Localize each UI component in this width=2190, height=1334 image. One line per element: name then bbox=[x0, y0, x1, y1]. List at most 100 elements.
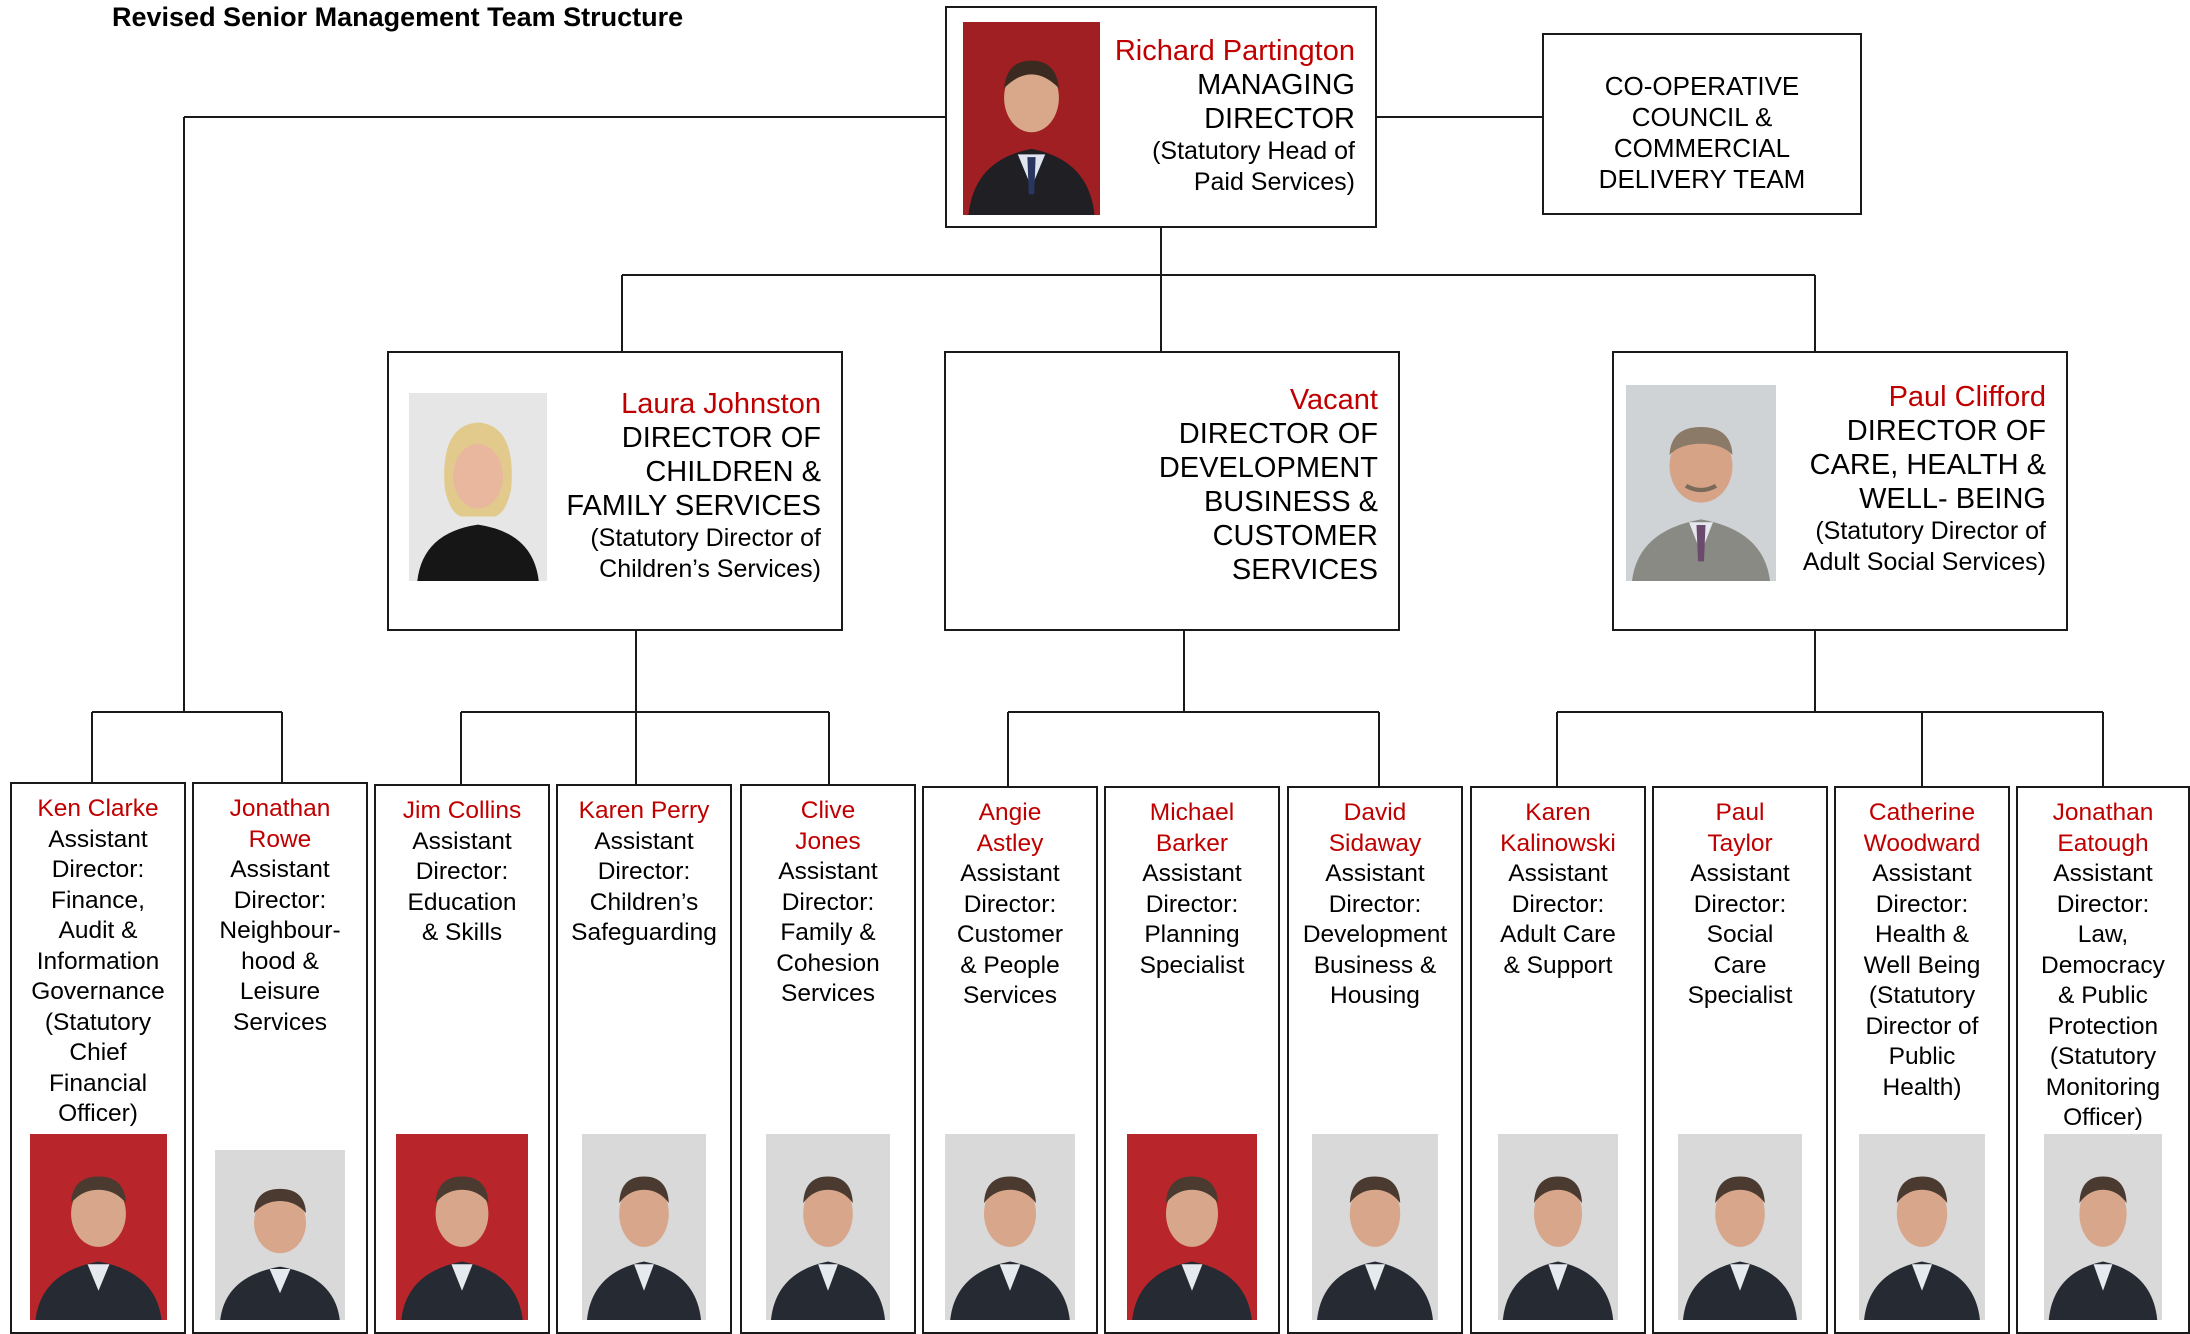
director-role-line: FAMILY SERVICES bbox=[566, 490, 821, 522]
director-box-children: Laura Johnston DIRECTOR OF CHILDREN & FA… bbox=[387, 351, 843, 631]
assistant-director-role-line: Director: bbox=[415, 858, 509, 885]
director-note-line: Adult Social Services) bbox=[1802, 548, 2046, 576]
assistant-director-role-line: Customer bbox=[956, 921, 1064, 948]
director-note-line: (Statutory Director of bbox=[590, 524, 821, 552]
assistant-director-photo bbox=[2044, 1134, 2162, 1320]
assistant-director-photo bbox=[1312, 1134, 1438, 1320]
coop-line-3: COMMERCIAL bbox=[1613, 133, 1791, 163]
director-text-development: Vacant DIRECTOR OF DEVELOPMENT BUSINESS … bbox=[1159, 383, 1378, 587]
assistant-director-role-line: Director: bbox=[1875, 890, 1969, 918]
assistant-director-role-line: Assistant bbox=[48, 825, 148, 853]
assistant-director-role-line: Assistant bbox=[1872, 860, 1972, 887]
assistant-director-name: Clive bbox=[800, 797, 856, 824]
assistant-director-name: Astley bbox=[976, 829, 1044, 857]
assistant-director-name: Jones bbox=[795, 827, 861, 855]
director-role-line: DIRECTOR OF bbox=[1846, 415, 2046, 447]
assistant-director-name: Jim Collins bbox=[402, 797, 522, 824]
director-role-line: CHILDREN & bbox=[645, 456, 821, 488]
assistant-director-role-line: Adult Care bbox=[1500, 921, 1616, 948]
assistant-director-role-line: Finance, bbox=[51, 886, 145, 914]
assistant-director-role-line: & People bbox=[960, 951, 1060, 979]
director-text-children: Laura Johnston DIRECTOR OF CHILDREN & FA… bbox=[566, 387, 821, 585]
coop-line-1: CO-OPERATIVE bbox=[1604, 71, 1800, 101]
assistant-director-role-line: Protection bbox=[2047, 1012, 2159, 1040]
assistant-director-name: Barker bbox=[1155, 829, 1229, 857]
assistant-director-role-line: Specialist bbox=[1687, 982, 1793, 1009]
assistant-director-role-line: Director: bbox=[2056, 890, 2150, 918]
assistant-director-role-line: Audit & bbox=[58, 917, 138, 944]
managing-director-photo bbox=[963, 22, 1100, 215]
assistant-director-name: David bbox=[1343, 799, 1407, 826]
assistant-director-name: Jonathan bbox=[229, 795, 331, 822]
assistant-director-role-line: Leisure bbox=[239, 978, 321, 1005]
assistant-director-role-line: Services bbox=[233, 1008, 327, 1036]
director-box-care-health: Paul Clifford DIRECTOR OF CARE, HEALTH &… bbox=[1612, 351, 2068, 631]
director-role-line: DIRECTOR OF bbox=[1178, 418, 1378, 450]
assistant-director-photo bbox=[1859, 1134, 1985, 1320]
assistant-director-role-line: Assistant bbox=[960, 860, 1060, 887]
director-photo-paul-clifford bbox=[1626, 385, 1776, 581]
assistant-director-role-line: (Statutory bbox=[1868, 982, 1976, 1009]
assistant-director-role-line: Specialist bbox=[1139, 951, 1245, 979]
assistant-director-role-line: Director: bbox=[51, 856, 145, 883]
managing-director-box: Richard Partington MANAGING DIRECTOR (St… bbox=[945, 6, 1377, 228]
assistant-director-name: Rowe bbox=[248, 825, 312, 853]
assistant-director-photo bbox=[1498, 1134, 1618, 1320]
assistant-director-role-line: Housing bbox=[1330, 982, 1420, 1009]
assistant-director-role-line: Assistant bbox=[778, 858, 878, 885]
assistant-director-role-line: Children’s bbox=[589, 888, 699, 916]
director-name: Paul Clifford bbox=[1888, 381, 2046, 413]
assistant-director-role-line: Education bbox=[407, 888, 517, 916]
assistant-director-photo bbox=[945, 1134, 1075, 1320]
assistant-director-role-line: Planning bbox=[1144, 921, 1240, 948]
director-role-line: CARE, HEALTH & bbox=[1809, 449, 2046, 481]
coop-delivery-team-box: CO-OPERATIVE COUNCIL & COMMERCIAL DELIVE… bbox=[1542, 33, 1862, 215]
managing-director-note-2: Paid Services) bbox=[1193, 168, 1355, 196]
director-role-line: BUSINESS & bbox=[1203, 486, 1378, 518]
assistant-director-role-line: Social bbox=[1706, 921, 1774, 948]
assistant-director-role-line: Director: bbox=[963, 890, 1057, 918]
assistant-director-role-line: Democracy bbox=[2041, 951, 2165, 979]
assistant-director-role-line: Officer) bbox=[58, 1100, 138, 1127]
assistant-director-photo bbox=[1127, 1134, 1257, 1320]
assistant-director-role-line: & Public bbox=[2058, 982, 2148, 1009]
assistant-director-photo bbox=[766, 1134, 890, 1320]
assistant-director-name: Woodward bbox=[1863, 829, 1981, 857]
assistant-director-role-line: Director: bbox=[597, 858, 691, 885]
director-name: Laura Johnston bbox=[621, 388, 821, 420]
assistant-director-role-line: Services bbox=[963, 982, 1057, 1009]
assistant-director-role-line: (Statutory bbox=[2049, 1043, 2157, 1070]
assistant-director-role-line: & Support bbox=[1503, 951, 1613, 979]
assistant-director-role-line: Information bbox=[36, 947, 160, 975]
assistant-director-name: Angie bbox=[978, 799, 1042, 826]
assistant-director-name: Karen bbox=[1525, 799, 1591, 826]
director-name: Vacant bbox=[1289, 384, 1378, 416]
assistant-director-role-line: Assistant bbox=[1690, 860, 1790, 887]
director-role-line: CUSTOMER bbox=[1212, 520, 1378, 552]
assistant-director-name: Eatough bbox=[2057, 829, 2149, 857]
assistant-director-role-line: Assistant bbox=[594, 827, 694, 855]
assistant-director-role-line: Safeguarding bbox=[571, 919, 717, 946]
assistant-director-name: Catherine bbox=[1868, 799, 1976, 826]
managing-director-note-1: (Statutory Head of bbox=[1152, 137, 1355, 165]
assistant-director-role-line: Cohesion bbox=[776, 949, 880, 977]
assistant-director-role-line: Business & bbox=[1313, 951, 1437, 979]
